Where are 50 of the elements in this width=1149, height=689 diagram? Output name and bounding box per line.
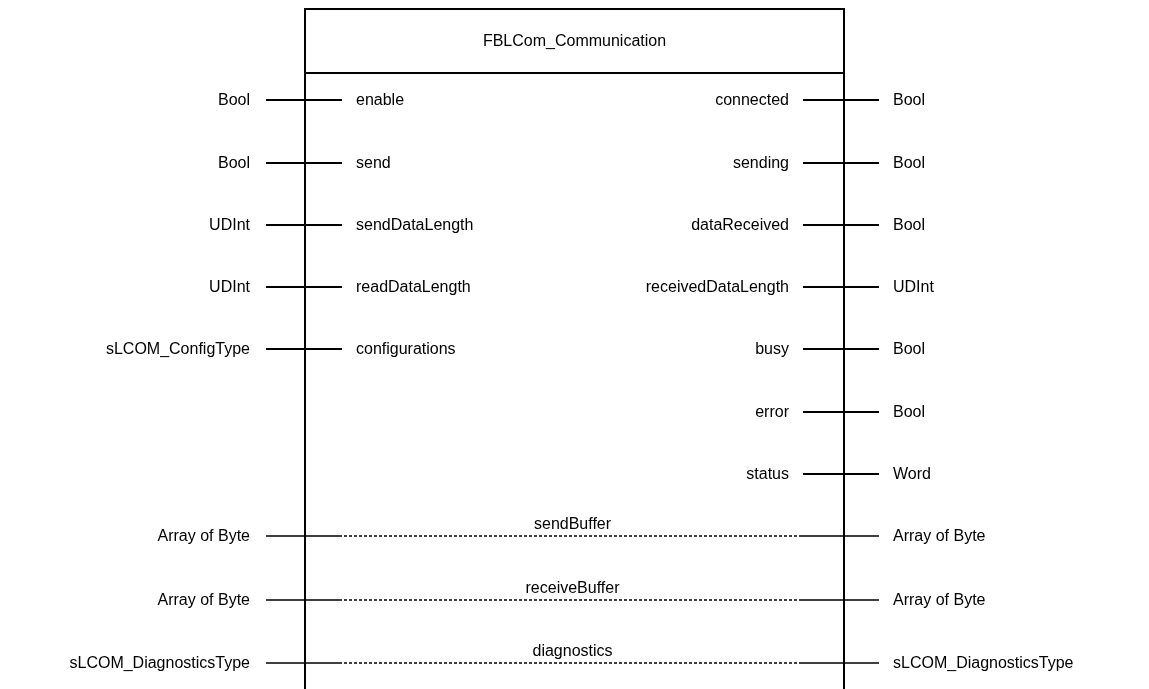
input-pin-name: sendDataLength [342,215,474,235]
pin-line [802,348,880,350]
pin-line [802,99,880,101]
in-out-connector [265,535,880,537]
pin-line [802,224,880,226]
input-pin-name: configurations [342,339,456,359]
data-type-label: sLCOM_DiagnosticsType [69,653,266,673]
pin-line [265,286,343,288]
data-type-label: Array of Byte [157,526,266,546]
data-type-label: Bool [217,153,266,173]
data-type-label: Bool [879,339,926,359]
pin-line [265,99,343,101]
input-pin-name: enable [342,90,405,110]
pin-line [802,473,880,475]
data-type-label: Bool [879,153,926,173]
pin-line [802,411,880,413]
output-pin-name: busy [755,339,803,359]
data-type-label: UDInt [209,215,266,235]
data-type-label: sLCOM_DiagnosticsType [879,653,1074,673]
data-type-label: UDInt [209,277,266,297]
pin-line [802,286,880,288]
pin-line [265,224,343,226]
function-block [304,8,845,689]
output-pin-name: sending [732,153,803,173]
data-type-label: Bool [217,90,266,110]
in-out-connector [265,662,880,664]
output-pin-name: status [746,464,803,484]
data-type-label: Bool [879,402,926,422]
pin-line [265,348,343,350]
data-type-label: UDInt [879,277,934,297]
data-type-label: Array of Byte [879,590,986,610]
output-pin-name: dataReceived [691,215,803,235]
input-pin-name: readDataLength [342,277,471,297]
edge-label: diagnostics [532,642,613,660]
data-type-label: Word [879,464,931,484]
data-type-label: Array of Byte [879,526,986,546]
data-type-label: sLCOM_ConfigType [105,339,266,359]
pin-line [802,162,880,164]
output-pin-name: receivedDataLength [645,277,803,297]
block-title: FBLCom_Communication [482,32,667,50]
data-type-label: Bool [879,90,926,110]
edge-label: sendBuffer [534,515,612,533]
in-out-connector [265,599,880,601]
pin-line [265,162,343,164]
data-type-label: Array of Byte [157,590,266,610]
edge-label: receiveBuffer [525,579,620,597]
data-type-label: Bool [879,215,926,235]
output-pin-name: connected [715,90,803,110]
input-pin-name: send [342,153,391,173]
output-pin-name: error [755,402,803,422]
